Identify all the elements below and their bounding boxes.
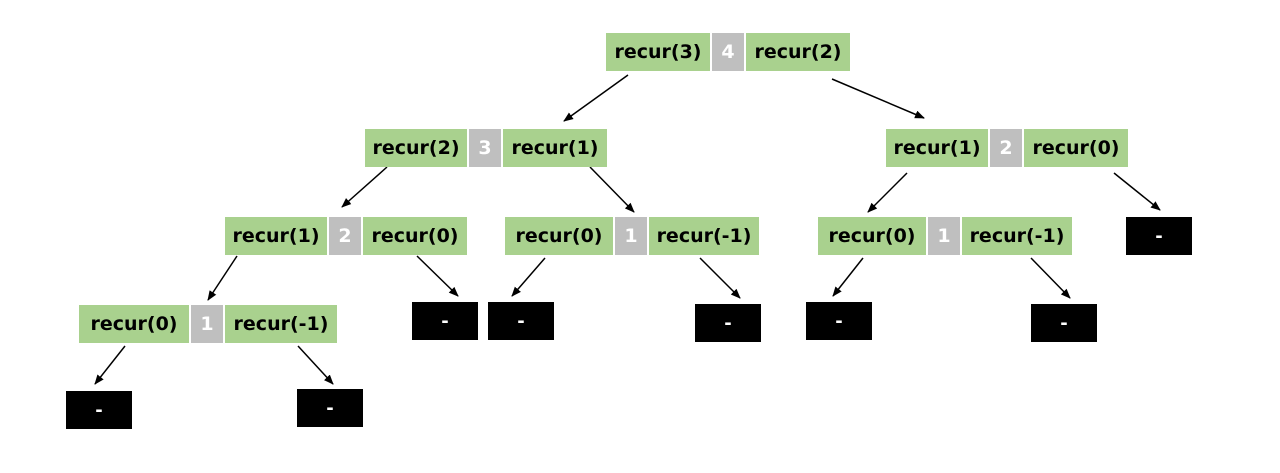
left-call-cell: recur(1) [886,129,988,167]
leaf-base-case: - [806,302,872,340]
right-call-cell: recur(2) [746,33,850,71]
value-cell: 2 [990,129,1022,167]
node-recur-3: recur(3) 4 recur(2) [606,33,850,71]
node-recur-0: recur(0) 1 recur(-1) [79,305,337,343]
edge-arrow [832,257,864,297]
left-call-cell: recur(3) [606,33,710,71]
leaf-base-case: - [1031,304,1097,342]
leaf-base-case: - [488,302,554,340]
edge-arrow [867,172,908,213]
node-recur-1-b: recur(0) 1 recur(-1) [505,217,759,255]
node-recur-2-left: recur(2) 3 recur(1) [365,129,607,167]
node-recur-2-right: recur(1) 2 recur(0) [886,129,1128,167]
edge-arrow [831,78,925,119]
value-cell: 1 [615,217,647,255]
right-call-cell: recur(-1) [225,305,337,343]
value-cell: 2 [329,217,361,255]
left-call-cell: recur(1) [225,217,327,255]
edge-arrow [341,166,388,208]
node-recur-1-a: recur(1) 2 recur(0) [225,217,467,255]
edge-arrow [207,255,238,301]
leaf-base-case: - [412,302,478,340]
edge-arrow [416,255,459,297]
value-cell: 3 [469,129,501,167]
left-call-cell: recur(2) [365,129,467,167]
left-call-cell: recur(0) [505,217,613,255]
left-call-cell: recur(0) [79,305,189,343]
right-call-cell: recur(-1) [649,217,759,255]
edge-arrow [297,345,334,385]
edge-arrow [563,74,629,122]
right-call-cell: recur(0) [1024,129,1128,167]
leaf-base-case: - [66,391,132,429]
leaf-base-case: - [1126,217,1192,255]
value-cell: 1 [191,305,223,343]
left-call-cell: recur(0) [818,217,926,255]
edge-arrow [1113,172,1161,211]
edge-arrow [511,257,546,297]
leaf-base-case: - [297,389,363,427]
leaf-base-case: - [695,304,761,342]
value-cell: 4 [712,33,744,71]
right-call-cell: recur(0) [363,217,467,255]
edge-arrow [94,345,126,385]
right-call-cell: recur(-1) [962,217,1072,255]
edge-arrow [1030,257,1071,299]
edge-arrow [589,166,635,213]
node-recur-1-c: recur(0) 1 recur(-1) [818,217,1072,255]
value-cell: 1 [928,217,960,255]
right-call-cell: recur(1) [503,129,607,167]
edge-arrow [699,257,741,299]
